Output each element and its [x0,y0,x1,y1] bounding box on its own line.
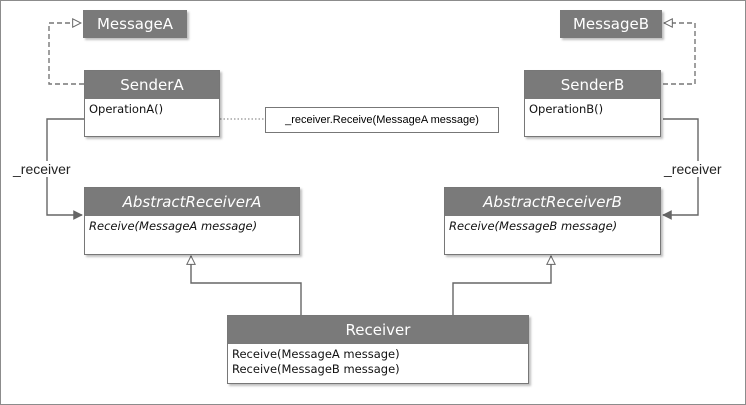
sender-a-operation: OperationA() [89,102,164,116]
sender-b-operations: OperationB() [525,99,660,120]
note-text: _receiver.Receive(MessageA message) [285,114,479,126]
sender-b-title: SenderB [525,71,660,99]
sender-b-class[interactable]: SenderB OperationB() [524,70,661,137]
generalization-receiver-abstract-receiver-b [452,256,551,315]
abstract-receiver-a-title: AbstractReceiverA [85,188,299,216]
receiver-operation: Receive(MessageB message) [232,362,400,376]
abstract-receiver-b-operation: Receive(MessageB message) [449,219,618,233]
dependency-sender-a-message-a [48,23,84,85]
abstract-receiver-b-title: AbstractReceiverB [445,188,660,216]
role-label-right: _receiver [663,161,723,177]
receiver-title: Receiver [228,316,528,344]
generalization-receiver-abstract-receiver-a [191,256,302,315]
message-b-class[interactable]: MessageB [560,10,662,38]
message-a-title: MessageA [96,15,173,33]
receiver-operations: Receive(MessageA message) Receive(Messag… [228,344,528,380]
abstract-receiver-a-operation: Receive(MessageA message) [89,219,258,233]
note-box: _receiver.Receive(MessageA message) [265,107,499,133]
sender-a-class[interactable]: SenderA OperationA() [84,70,220,137]
abstract-receiver-b-class[interactable]: AbstractReceiverB Receive(MessageB messa… [444,187,661,255]
dependency-sender-b-message-b [663,23,696,85]
role-label-left: _receiver [12,161,72,177]
abstract-receiver-a-operations: Receive(MessageA message) [85,216,299,237]
message-a-class[interactable]: MessageA [83,10,187,38]
sender-a-operations: OperationA() [85,99,219,120]
sender-a-title: SenderA [85,71,219,99]
receiver-operation: Receive(MessageA message) [232,347,400,361]
message-b-title: MessageB [572,15,650,33]
abstract-receiver-b-operations: Receive(MessageB message) [445,216,660,237]
abstract-receiver-a-class[interactable]: AbstractReceiverA Receive(MessageA messa… [84,187,300,255]
sender-b-operation: OperationB() [529,102,604,116]
receiver-class[interactable]: Receiver Receive(MessageA message) Recei… [227,315,529,384]
